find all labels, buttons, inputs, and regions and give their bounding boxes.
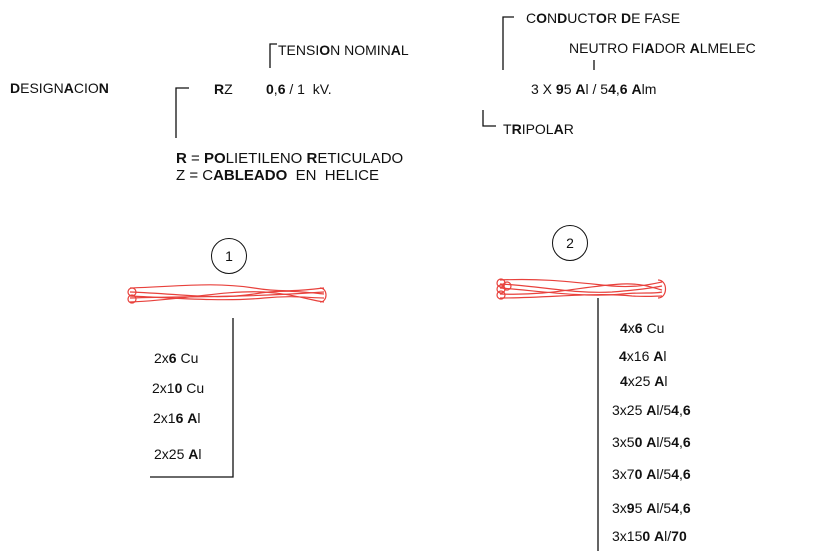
- cable1-list-bracket: [150, 318, 234, 478]
- neutro-label: NEUTRO FIADOR ALMELEC: [569, 40, 756, 56]
- cable1-illustration: [127, 284, 327, 304]
- cable-spec: 3 X 95 Al / 54,6 Alm: [531, 81, 657, 97]
- cable2-illustration: [496, 278, 667, 300]
- voltage-code: 0,6 / 1 kV.: [266, 81, 332, 97]
- cable2-size-item: 3x50 Al/54,6: [612, 434, 691, 450]
- tension-nominal-label: TENSION NOMINAL: [278, 42, 409, 58]
- cable2-size-item: 4x16 Al: [619, 348, 667, 364]
- cable2-number: 2: [566, 235, 574, 251]
- cable2-size-item: 4x25 Al: [620, 373, 668, 389]
- cable2-size-item: 3x95 Al/54,6: [612, 500, 691, 516]
- tripolar-label: TRIPOLAR: [503, 121, 574, 137]
- cable2-size-item: 3x150 Al/70: [612, 528, 687, 544]
- rz-code: RZ: [214, 81, 233, 97]
- conductor-de-fase-label: CONDUCTOR DE FASE: [526, 10, 681, 26]
- tripolar-bracket: [482, 110, 496, 127]
- cable1-number: 1: [225, 248, 233, 264]
- designacion-label: DESIGNACION: [10, 80, 109, 96]
- cable2-number-circle: 2: [552, 225, 588, 261]
- designacion-bracket: [175, 87, 189, 138]
- cable2-size-item: 3x25 Al/54,6: [612, 402, 691, 418]
- tension-nominal-bracket: [269, 43, 277, 68]
- cable1-size-item: 2x16 Al: [153, 410, 201, 426]
- cable1-size-item: 2x6 Cu: [154, 350, 199, 366]
- cable1-size-item: 2x25 Al: [154, 446, 202, 462]
- conductor-fase-bracket: [502, 16, 514, 70]
- cable1-size-item: 2x10 Cu: [152, 380, 205, 396]
- cable2-size-item: 3x70 Al/54,6: [612, 466, 691, 482]
- legend-r: R = POLIETILENO RETICULADO: [176, 150, 404, 167]
- legend-z: Z = CABLEADO EN HELICE: [176, 167, 379, 184]
- cable1-number-circle: 1: [211, 238, 247, 274]
- cable2-size-item: 4x6 Cu: [620, 320, 665, 336]
